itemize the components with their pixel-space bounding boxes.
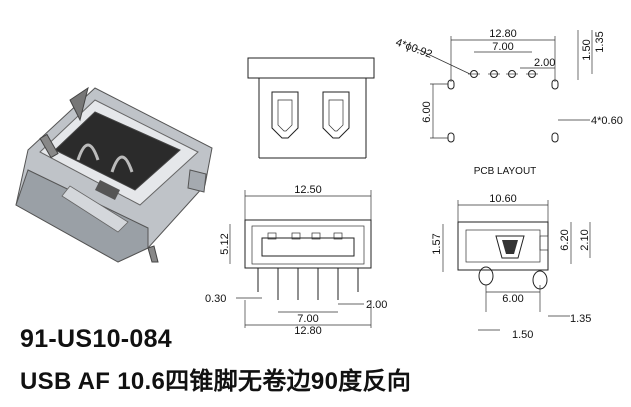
connector-photo (15, 86, 213, 263)
front-view: 12.50 5.12 0.30 2.00 7.00 12.80 (205, 184, 387, 337)
dim-10-60: 10.60 (489, 193, 517, 205)
product-description: USB AF 10.6四锥脚无卷边90度反向 (20, 368, 412, 395)
dim-1-50-side: 1.50 (512, 329, 533, 341)
dim-holes: 4*ϕ0.92 (394, 37, 434, 61)
dim-7-00-front: 7.00 (297, 313, 318, 325)
dim-7-00: 7.00 (492, 41, 513, 53)
dim-1-35-side: 1.35 (570, 313, 591, 325)
dim-2-00-front: 2.00 (366, 299, 387, 311)
dim-0-30: 0.30 (205, 293, 226, 305)
pcb-holes (447, 70, 559, 143)
dim-1-50: 1.50 (581, 39, 593, 60)
side-view: 10.60 1.57 6.20 2.10 6.00 1.50 1.35 (431, 193, 591, 341)
dim-4-0-60: 4*0.60 (591, 115, 623, 127)
dim-2-00: 2.00 (534, 57, 555, 69)
dim-12-50: 12.50 (294, 184, 322, 196)
dim-1-57: 1.57 (431, 233, 443, 254)
dim-12-80-front: 12.80 (294, 325, 322, 337)
dim-6-20: 6.20 (559, 229, 571, 250)
dim-2-10: 2.10 (579, 229, 591, 250)
dim-5-12: 5.12 (219, 233, 231, 254)
model-number: 91-US10-084 (20, 325, 173, 353)
dim-1-35: 1.35 (594, 31, 606, 52)
dim-6-00-side: 6.00 (502, 293, 523, 305)
pcb-layout: 12.80 7.00 2.00 4*ϕ0.92 6.00 1.50 1.35 (394, 28, 623, 177)
dim-12-80: 12.80 (489, 28, 517, 40)
pcb-layout-caption: PCB LAYOUT (474, 166, 537, 177)
top-view (247, 57, 375, 159)
dim-6-00-vert: 6.00 (421, 101, 433, 122)
